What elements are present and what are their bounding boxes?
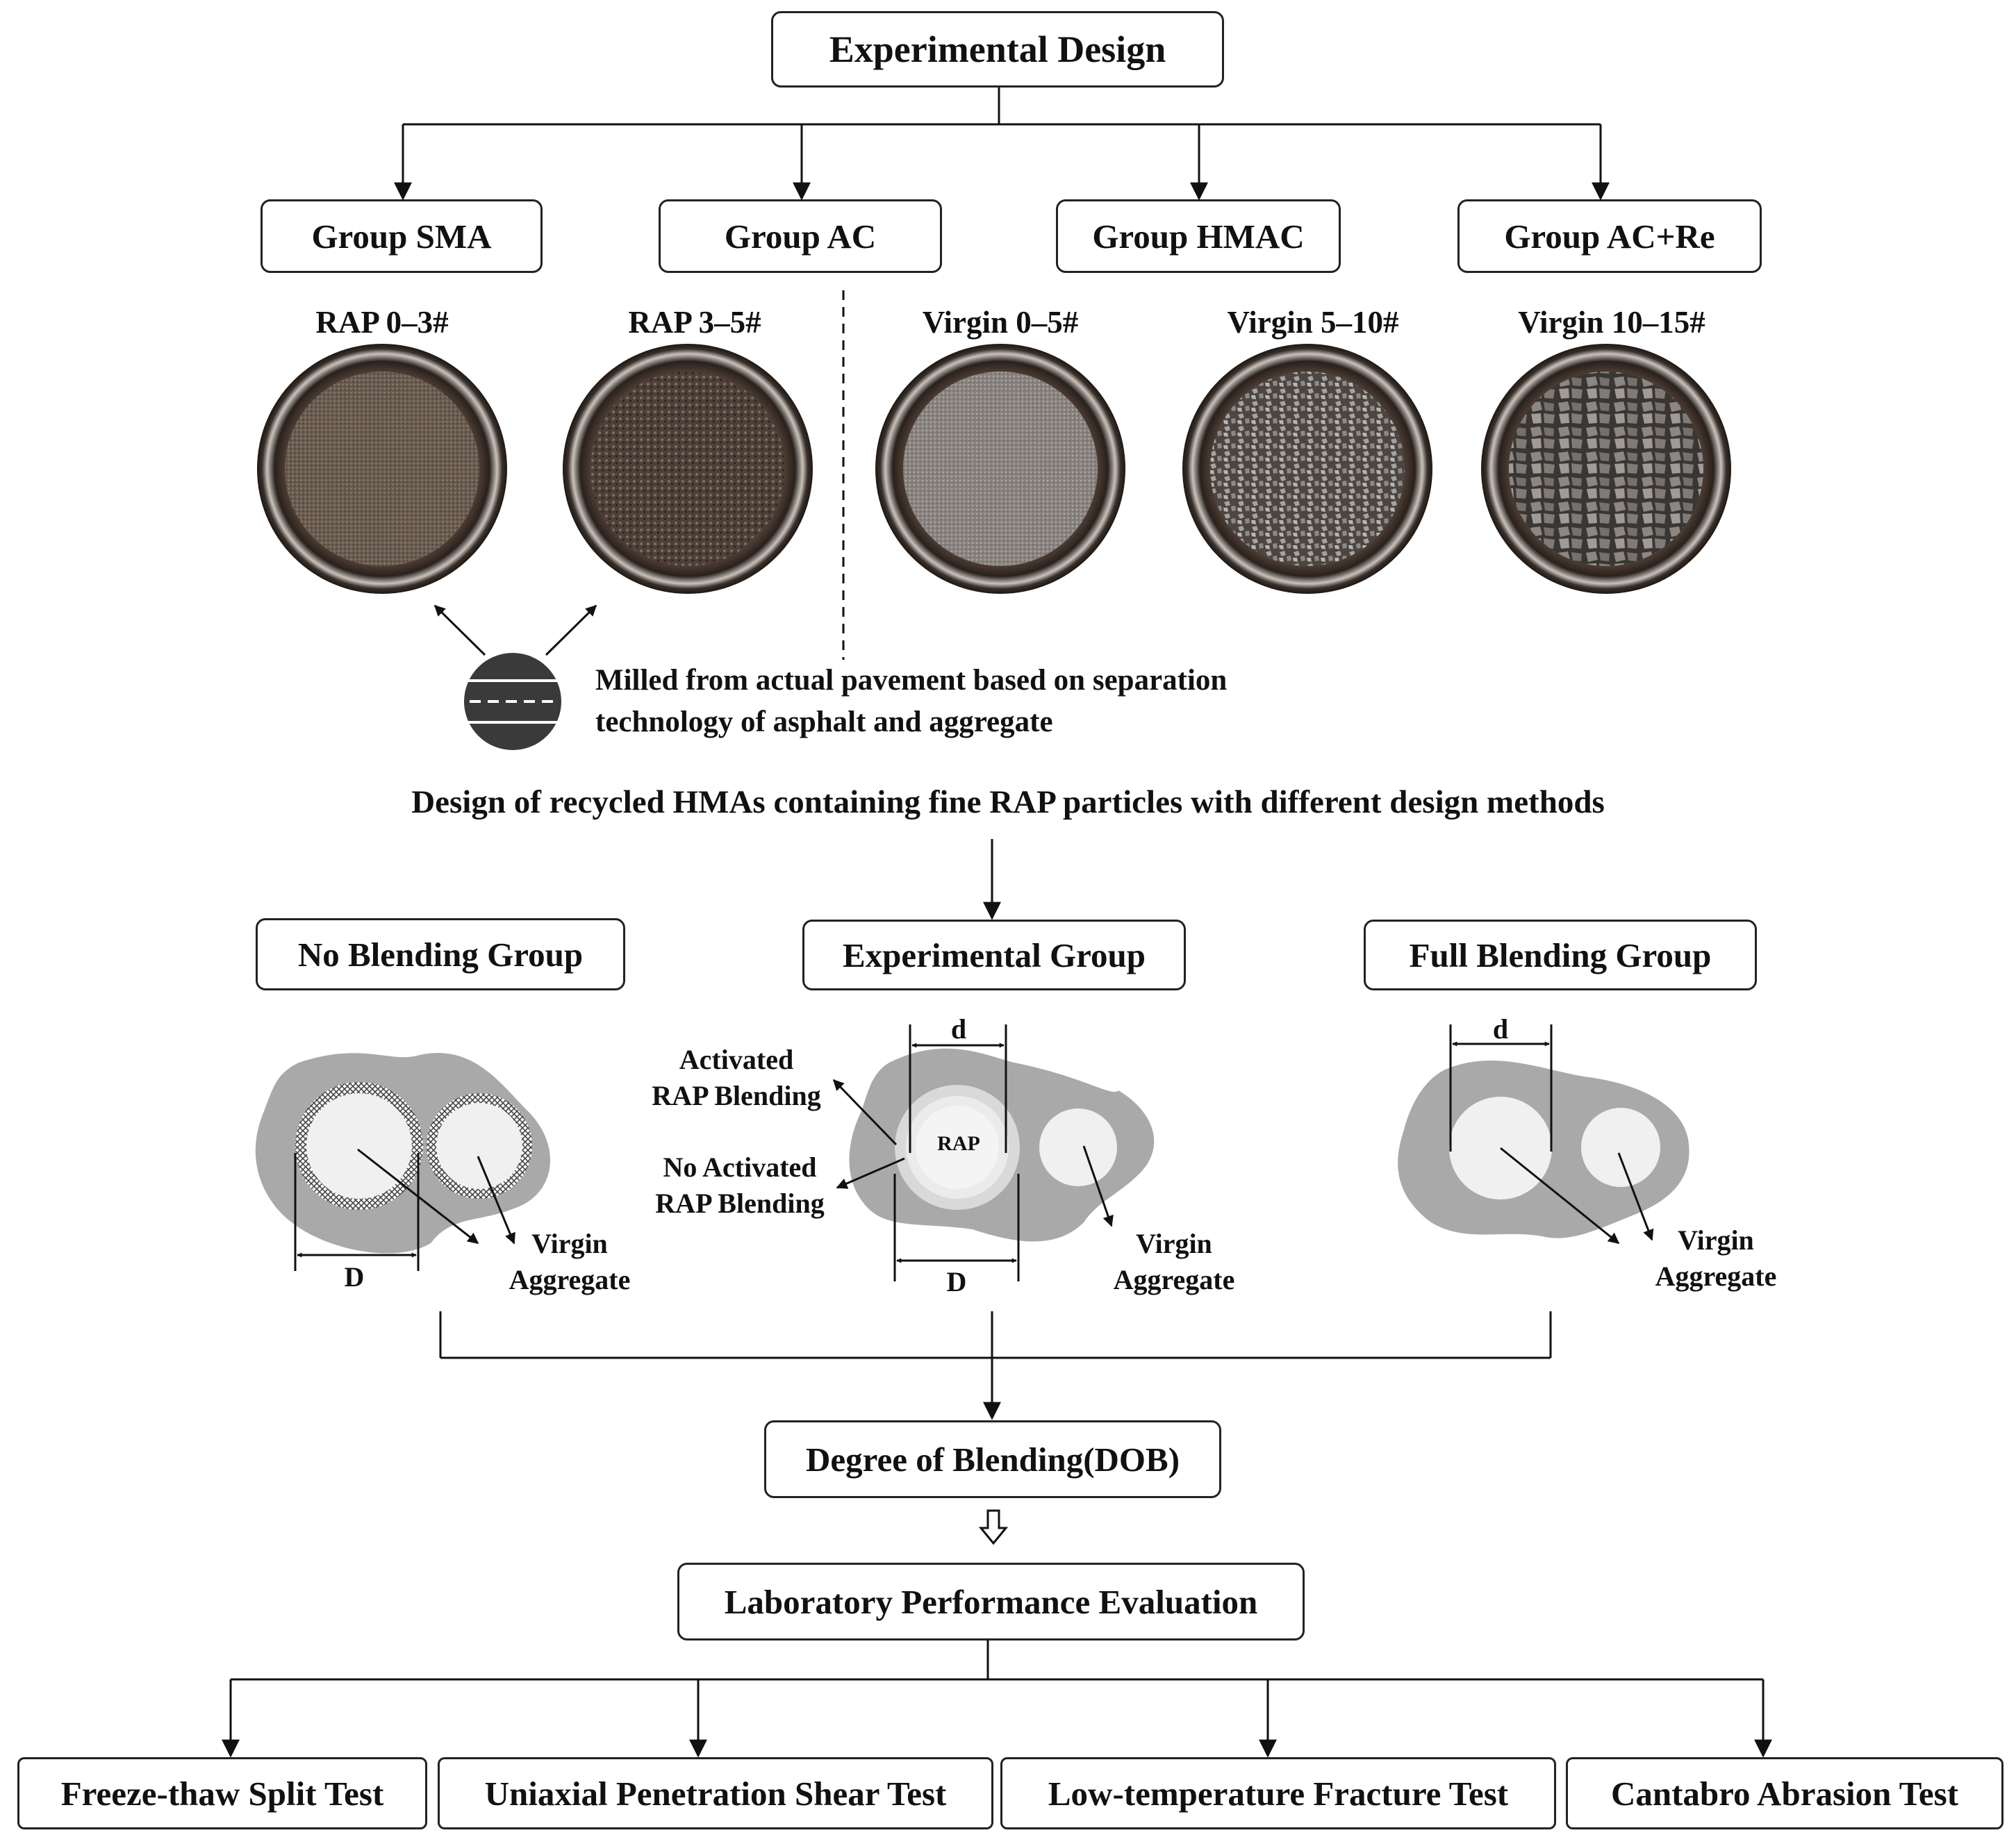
hollow-down-arrow: [978, 1509, 1009, 1545]
material-label-virgin-10-15: Virgin 10–15#: [1518, 305, 1705, 340]
converge-connectors: [439, 1311, 1552, 1420]
dob-box: Degree of Blending(DOB): [764, 1420, 1221, 1498]
group-hmac-box: Group HMAC: [1056, 199, 1341, 273]
test-low-temperature-label: Low-temperature Fracture Test: [1048, 1774, 1509, 1813]
arrow-to-rap-3-5: [545, 604, 597, 656]
group-sma-label: Group SMA: [311, 217, 492, 256]
group-ac-box: Group AC: [659, 199, 942, 273]
arrow-to-rap-0-3: [433, 604, 486, 656]
no-blending-virgin-label: Virgin Aggregate: [486, 1226, 653, 1298]
full-blending-group-box: Full Blending Group: [1364, 920, 1757, 990]
experimental-design-box: Experimental Design: [771, 11, 1224, 88]
lab-evaluation-box: Laboratory Performance Evaluation: [677, 1563, 1305, 1641]
design-heading: Design of recycled HMAs containing fine …: [411, 784, 1605, 820]
no-blending-group-box: No Blending Group: [256, 918, 625, 990]
photo-virgin-10-15: [1481, 344, 1731, 594]
activated-line-1: Activated: [679, 1044, 794, 1075]
pavement-note: Milled from actual pavement based on sep…: [595, 660, 1227, 743]
photo-virgin-0-5: [875, 344, 1125, 594]
photo-rap-3-5: [563, 344, 813, 594]
test-freeze-thaw-label: Freeze-thaw Split Test: [60, 1774, 384, 1813]
top-tree-connectors: [394, 88, 1610, 201]
activated-line-2: RAP Blending: [652, 1080, 821, 1111]
no-activated-line-2: RAP Blending: [655, 1188, 825, 1219]
group-ac-re-box: Group AC+Re: [1457, 199, 1762, 273]
virgin-label-line-1: Virgin: [531, 1228, 608, 1259]
test-cantabro-box: Cantabro Abrasion Test: [1566, 1757, 2003, 1829]
virgin-label-line-2: Aggregate: [509, 1264, 631, 1295]
material-label-rap-0-3: RAP 0–3#: [315, 305, 449, 340]
material-label-rap-3-5: RAP 3–5#: [628, 305, 761, 340]
group-ac-label: Group AC: [724, 217, 877, 256]
activated-rap-blending-label: Activated RAP Blending: [646, 1042, 827, 1114]
lab-evaluation-label: Laboratory Performance Evaluation: [724, 1582, 1258, 1621]
no-blending-dim-D: D: [344, 1261, 365, 1293]
schematic-no-blending: [255, 1053, 551, 1271]
virgin-label-line-1: Virgin: [1136, 1228, 1212, 1259]
schematic-full-blending: [1398, 1024, 1689, 1245]
experimental-design-title: Experimental Design: [829, 28, 1166, 70]
bottom-tree-connectors: [222, 1641, 1772, 1758]
group-sma-box: Group SMA: [261, 199, 543, 273]
no-activated-rap-blending-label: No Activated RAP Blending: [639, 1149, 841, 1222]
group-ac-re-label: Group AC+Re: [1504, 217, 1715, 256]
test-cantabro-label: Cantabro Abrasion Test: [1610, 1774, 1959, 1813]
photo-virgin-5-10: [1182, 344, 1432, 594]
no-activated-line-1: No Activated: [663, 1152, 817, 1183]
virgin-label-line-1: Virgin: [1678, 1224, 1754, 1256]
full-blending-group-label: Full Blending Group: [1409, 936, 1712, 974]
full-blending-dim-d: d: [1492, 1013, 1509, 1045]
test-low-temperature-box: Low-temperature Fracture Test: [1000, 1757, 1556, 1829]
experimental-rap-label: RAP: [937, 1132, 980, 1155]
pavement-note-line-2: technology of asphalt and aggregate: [595, 706, 1053, 738]
test-freeze-thaw-box: Freeze-thaw Split Test: [17, 1757, 427, 1829]
dob-label: Degree of Blending(DOB): [805, 1440, 1180, 1479]
material-label-virgin-0-5: Virgin 0–5#: [922, 305, 1079, 340]
virgin-label-line-2: Aggregate: [1655, 1261, 1777, 1292]
group-hmac-label: Group HMAC: [1092, 217, 1305, 256]
experimental-group-box: Experimental Group: [802, 920, 1186, 990]
no-blending-group-label: No Blending Group: [297, 935, 584, 974]
virgin-label-line-2: Aggregate: [1113, 1264, 1235, 1295]
experimental-group-label: Experimental Group: [842, 936, 1146, 974]
test-uniaxial-label: Uniaxial Penetration Shear Test: [484, 1774, 947, 1813]
schematic-experimental: [832, 1024, 1155, 1281]
material-label-virgin-5-10: Virgin 5–10#: [1227, 305, 1399, 340]
full-blending-virgin-label: Virgin Aggregate: [1633, 1222, 1799, 1295]
photo-rap-0-3: [257, 344, 507, 594]
experimental-dim-d: d: [950, 1013, 967, 1045]
experimental-dim-D: D: [946, 1266, 967, 1297]
test-uniaxial-box: Uniaxial Penetration Shear Test: [438, 1757, 993, 1829]
pavement-note-line-1: Milled from actual pavement based on sep…: [595, 664, 1228, 697]
experimental-virgin-label: Virgin Aggregate: [1091, 1226, 1257, 1298]
pavement-icon: [464, 653, 561, 750]
